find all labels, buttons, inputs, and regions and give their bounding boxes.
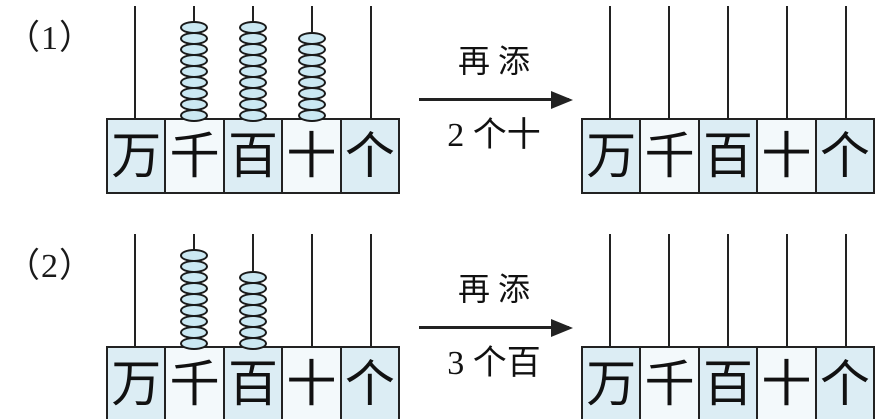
abacus-column-wan [106, 6, 165, 120]
place-label-shi: 十 [281, 120, 340, 192]
place-label-shi: 十 [756, 348, 815, 419]
right-arrow-icon [419, 90, 573, 109]
rod-area [106, 234, 400, 350]
abacus-column-bai [224, 234, 283, 350]
rod [726, 234, 729, 348]
abacus-column-ge [816, 6, 875, 120]
abacus-column-shi [757, 6, 816, 120]
abacus-column-bai [699, 234, 758, 348]
place-label-wan: 万 [108, 348, 165, 419]
place-label-shi: 十 [756, 120, 815, 192]
rod-area [581, 234, 875, 348]
rod [668, 234, 671, 348]
place-label-ge: 个 [339, 120, 399, 192]
abacus-problem-2-answer: 万千百十个 [581, 234, 875, 419]
abacus-problem-1-answer: 万千百十个 [581, 6, 875, 194]
place-label-row: 万千百十个 [581, 346, 875, 419]
place-label-bai: 百 [222, 120, 282, 192]
rod [369, 6, 372, 120]
rod [844, 234, 847, 348]
rod [134, 6, 137, 120]
problem-2-number: （2） [6, 248, 94, 285]
rod [310, 234, 313, 348]
rod [609, 6, 612, 120]
place-label-row: 万千百十个 [106, 346, 400, 419]
place-label-wan: 万 [583, 120, 640, 192]
bead [297, 109, 326, 122]
abacus-column-bai [699, 6, 758, 120]
place-label-bai: 百 [697, 120, 757, 192]
arrow-caption-bottom: 2 个十 [447, 117, 541, 154]
bead [180, 109, 209, 122]
abacus-column-shi [757, 234, 816, 348]
abacus-column-qian [640, 234, 699, 348]
place-label-ge: 个 [814, 120, 874, 192]
bead-stack-bai [238, 21, 267, 122]
bead-stack-bai [238, 271, 267, 350]
abacus-problem-2-start: 万千百十个 [106, 234, 400, 419]
bead-stack-qian [180, 21, 209, 122]
rod-area [106, 6, 400, 122]
rod [369, 234, 372, 348]
abacus-column-wan [581, 6, 640, 120]
rod [785, 6, 788, 120]
place-label-wan: 万 [108, 120, 165, 192]
rod [668, 6, 671, 120]
abacus-column-qian [165, 6, 224, 122]
problem-1-number: （1） [6, 20, 94, 57]
rod [844, 6, 847, 120]
rod [134, 234, 137, 348]
place-label-ge: 个 [339, 348, 399, 419]
abacus-column-shi [282, 6, 341, 122]
bead-stack-qian [180, 249, 209, 350]
place-label-qian: 千 [164, 348, 223, 419]
abacus-column-bai [224, 6, 283, 122]
abacus-column-ge [341, 6, 400, 120]
place-label-row: 万千百十个 [106, 118, 400, 194]
bead [238, 337, 267, 350]
bead-stack-shi [297, 32, 326, 122]
rod [726, 6, 729, 120]
operation-arrow-2: 再添 3 个百 [419, 264, 573, 384]
place-label-qian: 千 [639, 120, 698, 192]
rod-area [581, 6, 875, 120]
rod [609, 234, 612, 348]
abacus-column-ge [816, 234, 875, 348]
place-label-shi: 十 [281, 348, 340, 419]
bead [238, 109, 267, 122]
abacus-column-ge [341, 234, 400, 348]
place-label-bai: 百 [697, 348, 757, 419]
place-label-ge: 个 [814, 348, 874, 419]
abacus-problem-1-start: 万千百十个 [106, 6, 400, 194]
arrow-caption-top: 再添 [457, 271, 538, 307]
arrow-head-icon [551, 318, 573, 337]
rod [785, 234, 788, 348]
arrow-head-icon [551, 90, 573, 109]
place-label-qian: 千 [639, 348, 698, 419]
arrow-caption-top: 再添 [457, 43, 538, 79]
abacus-column-qian [165, 234, 224, 350]
bead [180, 337, 209, 350]
abacus-column-wan [106, 234, 165, 348]
place-label-wan: 万 [583, 348, 640, 419]
abacus-column-wan [581, 234, 640, 348]
abacus-column-shi [282, 234, 341, 348]
right-arrow-icon [419, 318, 573, 337]
operation-arrow-1: 再添 2 个十 [419, 36, 573, 156]
arrow-caption-bottom: 3 个百 [447, 345, 541, 382]
abacus-column-qian [640, 6, 699, 120]
place-label-row: 万千百十个 [581, 118, 875, 194]
place-label-qian: 千 [164, 120, 223, 192]
place-label-bai: 百 [222, 348, 282, 419]
